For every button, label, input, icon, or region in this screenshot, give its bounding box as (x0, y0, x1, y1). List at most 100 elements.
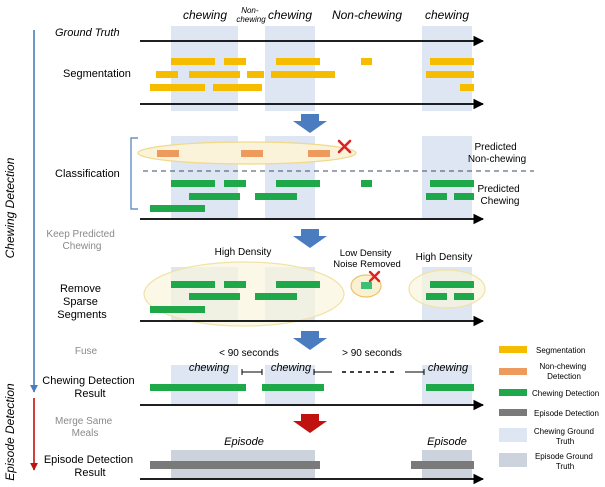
legend-swatch-episode-gt (499, 453, 527, 467)
merge-same-meals-label: Merge Same Meals (55, 416, 115, 439)
result-chewing-2-label: chewing (271, 362, 312, 374)
gt-non-chewing-small-label: Non- chewing (236, 6, 266, 24)
legend: Segmentation Non-chewing Detection Chewi… (499, 346, 599, 471)
chewing-bar (224, 180, 246, 187)
episode-detection-phase: Episode Detection (3, 383, 38, 481)
chewing-gt-band-3 (422, 136, 472, 220)
result-chewing-3-label: chewing (428, 362, 469, 374)
non-chewing-bar (241, 150, 263, 157)
segmentation-bar (247, 71, 264, 78)
chewing-bar (426, 193, 447, 200)
legend-label-chewing-gt: Chewing Ground Truth (534, 427, 596, 446)
chewing-bar (426, 384, 474, 391)
chewing-detection-phase: Chewing Detection (3, 30, 38, 393)
chewing-bar (255, 193, 297, 200)
episode-detection-result-label: Episode Detection Result (44, 454, 136, 479)
keep-predicted-label: Keep Predicted Chewing (46, 229, 117, 252)
chewing-bar (224, 281, 246, 288)
chewing-detection-result-label: Chewing Detection Result (42, 375, 137, 400)
chewing-bar (361, 180, 372, 187)
sparse-removed-cross (368, 270, 381, 283)
segmentation-label: Segmentation (63, 68, 131, 80)
legend-swatch-episode-detection (499, 409, 527, 416)
low-density-label: Low Density Noise Removed (333, 248, 401, 270)
non-chewing-bar (157, 150, 179, 157)
chewing-bar (262, 384, 324, 391)
chewing-ground-truth-bands (171, 26, 472, 406)
chewing-bar (171, 180, 215, 187)
segmentation-bar (271, 71, 335, 78)
legend-label-episode-detection: Episode Detection (534, 409, 599, 418)
episode-bars (150, 461, 474, 469)
classification-chewing-bars (150, 180, 474, 212)
high-density-region-2 (408, 269, 486, 309)
flow-arrow-down (293, 229, 327, 248)
episode-bar (150, 461, 320, 469)
chewing-bar (255, 293, 297, 300)
chewing-bar (189, 293, 240, 300)
episode-bar (411, 461, 474, 469)
legend-swatch-chewing-gt (499, 428, 527, 442)
high-density-label-2: High Density (416, 252, 473, 263)
chewing-bar (276, 281, 320, 288)
chewing-bar (171, 281, 215, 288)
chewing-gt-band-2 (265, 26, 315, 111)
flow-arrow-down (293, 331, 327, 350)
gt-non-chewing-big-label: Non-chewing (332, 8, 402, 22)
segmentation-bar (361, 58, 372, 65)
chewing-bar (150, 306, 205, 313)
segmentation-bars (150, 58, 474, 91)
legend-swatch-chewing-detection (499, 389, 527, 396)
chewing-bar (454, 293, 474, 300)
fuse-label: Fuse (75, 346, 98, 357)
merge-arrow-down (293, 414, 327, 433)
predicted-non-chewing-label: Predicted Non-chewing (468, 142, 526, 165)
episode-2-label: Episode (427, 436, 467, 448)
chewing-bar (430, 180, 474, 187)
classification-label: Classification (55, 168, 120, 180)
legend-swatch-non-chewing (499, 368, 527, 375)
segmentation-bar (171, 58, 215, 65)
dense-chewing-bars (150, 281, 474, 313)
segmentation-bar (156, 71, 178, 78)
chewing-bar (150, 205, 205, 212)
segmentation-bar (276, 58, 320, 65)
lt-90-label: < 90 seconds (219, 348, 279, 359)
chewing-bar (426, 293, 447, 300)
sparse-chewing-bar (361, 282, 372, 289)
non-chewing-bar (308, 150, 330, 157)
gt-90-label: > 90 seconds (342, 348, 402, 359)
high-density-label-1: High Density (215, 247, 272, 258)
segmentation-bar (430, 58, 474, 65)
legend-swatch-segmentation (499, 346, 527, 353)
fuse-gap-gt-90 (313, 369, 425, 375)
episode-1-label: Episode (224, 436, 264, 448)
classification-cross (337, 139, 352, 154)
fuse-gap-lt-90 (241, 369, 263, 375)
classification-bracket (130, 137, 138, 210)
chewing-gt-band-3 (422, 26, 472, 111)
legend-label-segmentation: Segmentation (536, 346, 585, 355)
chewing-bar (454, 193, 474, 200)
flow-arrow-down (293, 114, 327, 133)
fused-chewing-bars (150, 384, 474, 391)
chewing-bar (430, 281, 474, 288)
chewing-detection-phase-label: Chewing Detection (3, 157, 17, 258)
legend-label-non-chewing: Non-chewing Detection (540, 362, 589, 381)
predicted-chewing-label: Predicted Chewing (477, 184, 522, 207)
segmentation-bar (426, 71, 474, 78)
gt-chewing-3-label: chewing (425, 8, 469, 22)
segmentation-bar (224, 58, 246, 65)
chewing-bar (150, 384, 246, 391)
remove-sparse-label: Remove Sparse Segments (57, 283, 107, 321)
episode-detection-phase-label: Episode Detection (3, 383, 17, 481)
result-chewing-1-label: chewing (189, 362, 230, 374)
segmentation-bar (460, 84, 474, 91)
ground-truth-label: Ground Truth (55, 27, 120, 39)
segmentation-bar (150, 84, 205, 91)
segmentation-bar (213, 84, 262, 91)
non-chewing-bars (157, 150, 330, 157)
chewing-bar (276, 180, 320, 187)
gt-chewing-1-label: chewing (183, 8, 227, 22)
